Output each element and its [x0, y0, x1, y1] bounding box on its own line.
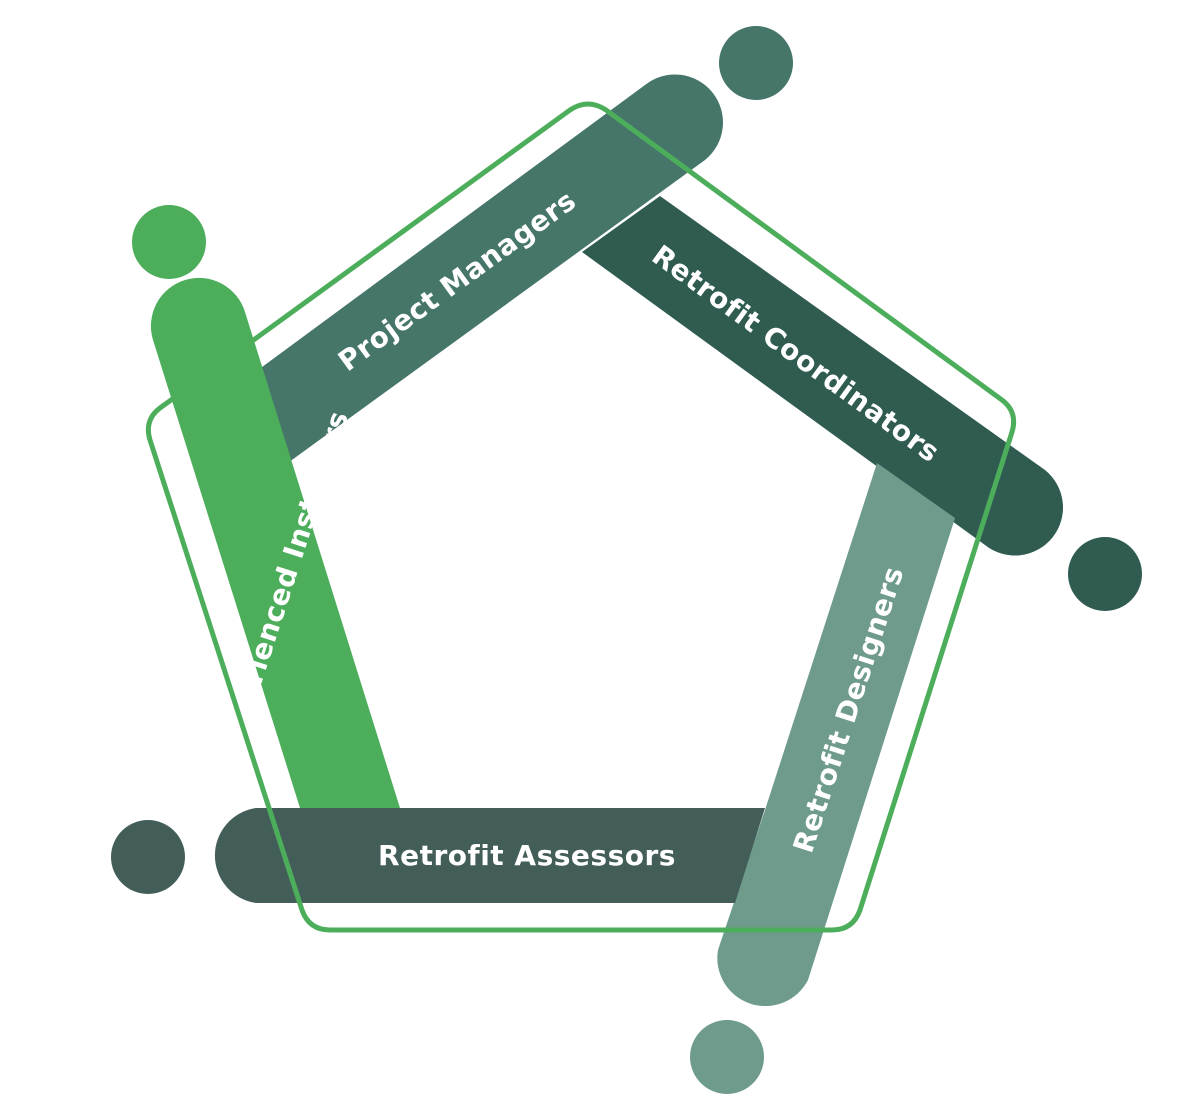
- retrofit-assessors-segment: Retrofit Assessors: [111, 808, 765, 903]
- project-managers-bar: [258, 74, 724, 466]
- retrofit-coordinators-dot: [1068, 537, 1142, 611]
- experienced-installers-dot: [132, 205, 206, 279]
- project-managers-label: Project Managers: [332, 184, 582, 378]
- retrofit-assessors-dot: [111, 820, 185, 894]
- retrofit-designers-dot: [690, 1020, 764, 1094]
- retrofit-assessors-label: Retrofit Assessors: [378, 839, 676, 872]
- retrofit-coordinators-label: Retrofit Coordinators: [646, 239, 946, 470]
- retrofit-designers-bar: [717, 463, 955, 1007]
- pentagon-outline: [145, 101, 1017, 933]
- retrofit-assessors-bar: [214, 808, 765, 903]
- retrofit-designers-segment: Retrofit Designers: [690, 463, 955, 1094]
- project-managers-dot: [719, 26, 793, 100]
- retrofit-coordinators-bar: [582, 196, 1063, 556]
- experienced-installers-bar: [150, 277, 400, 808]
